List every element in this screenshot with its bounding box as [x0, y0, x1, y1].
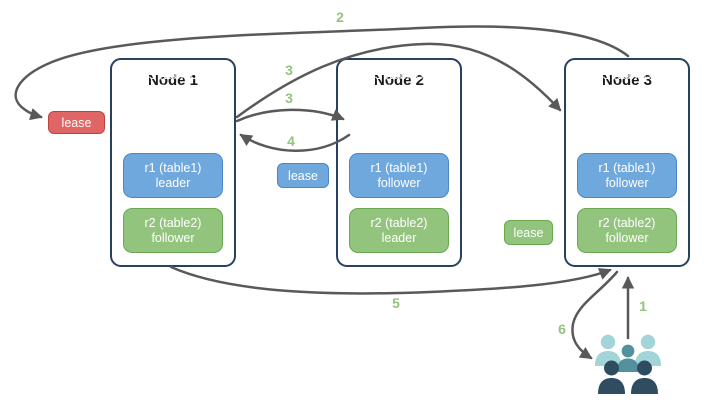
replica-node1-r3: r3 (table3) follower — [123, 60, 223, 105]
replica-role: follower — [377, 175, 421, 190]
replica-node2-r3: r3 (table3) follower — [349, 60, 449, 105]
replica-role: follower — [605, 230, 649, 245]
arrow-step3-node1-to-node2 — [235, 108, 345, 123]
replica-name: r1 (table1) — [144, 160, 202, 175]
replica-name: r1 (table1) — [370, 160, 428, 175]
replica-node2-r1: r1 (table1) follower — [349, 153, 449, 198]
replica-role: follower — [151, 82, 195, 97]
user-middle — [617, 344, 639, 372]
step-label-5: 5 — [392, 295, 400, 311]
step-label-1: 1 — [639, 298, 647, 314]
step-label-3b: 3 — [285, 90, 293, 106]
replica-role: leader — [609, 82, 645, 97]
replica-name: r3 (table3) — [144, 67, 202, 82]
replica-role: leader — [381, 230, 417, 245]
lease-badge-blue: lease — [277, 163, 329, 188]
step-label-3a: 3 — [285, 62, 293, 78]
replica-node2-r2: r2 (table2) leader — [349, 208, 449, 253]
node-card-2: Node 2 r1 (table1) follower r2 (table2) … — [336, 58, 462, 267]
replica-name: r2 (table2) — [144, 215, 202, 230]
replica-role: leader — [155, 175, 191, 190]
replica-node1-r2: r2 (table2) follower — [123, 208, 223, 253]
replica-name: r1 (table1) — [598, 160, 656, 175]
user-front-right — [631, 360, 658, 394]
replica-role: follower — [151, 230, 195, 245]
user-back-left — [595, 334, 621, 366]
replica-name: r2 (table2) — [598, 215, 656, 230]
node-card-1: Node 1 r1 (table1) leader r2 (table2) fo… — [110, 58, 236, 267]
lease-badge-red: lease — [48, 111, 105, 134]
step-label-4: 4 — [287, 133, 295, 149]
replica-name: r3 (table3) — [370, 67, 428, 82]
replica-name: r2 (table2) — [370, 215, 428, 230]
replica-role: follower — [377, 82, 421, 97]
users-icon — [595, 334, 661, 394]
node-card-3: Node 3 r1 (table1) follower r2 (table2) … — [564, 58, 690, 267]
replica-node1-r1: r1 (table1) leader — [123, 153, 223, 198]
replica-node3-r1: r1 (table1) follower — [577, 153, 677, 198]
replica-node3-r2: r2 (table2) follower — [577, 208, 677, 253]
replica-node3-r3: r3 (table3) leader — [577, 60, 677, 105]
arrow-step2-node3-to-lease1 — [14, 25, 630, 121]
step-label-6: 6 — [558, 321, 566, 337]
user-front-left — [598, 360, 625, 394]
step-label-2: 2 — [336, 9, 344, 25]
replica-name: r3 (table3) — [598, 67, 656, 82]
user-back-right — [635, 334, 661, 366]
replica-role: follower — [605, 175, 649, 190]
arrow-step5-node1-to-node3 — [169, 265, 612, 295]
lease-badge-green: lease — [504, 220, 553, 245]
